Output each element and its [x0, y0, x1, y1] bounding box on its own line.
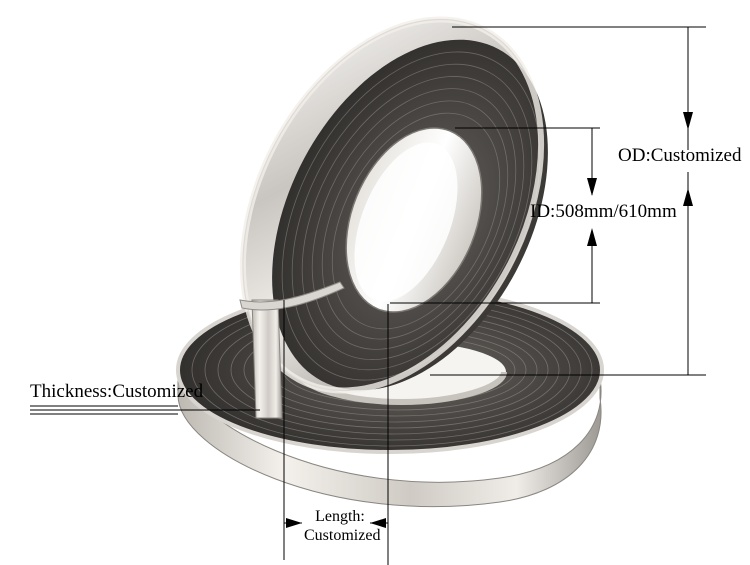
thickness-label: Thickness:Customized: [30, 381, 204, 402]
length-label-line1: Length:: [315, 508, 365, 525]
length-label: Length: Customized: [304, 507, 381, 545]
od-top-arrow-icon: [683, 112, 693, 130]
length-right-arrow-icon: [370, 518, 386, 528]
id-top-arrow-icon: [587, 178, 597, 196]
id-label: ID:508mm/610mm: [530, 201, 677, 222]
od-label: OD:Customized: [618, 145, 742, 166]
id-bottom-arrow-icon: [587, 228, 597, 246]
length-left-arrow-icon: [286, 518, 302, 528]
length-label-line2: Customized: [304, 527, 381, 545]
annotation-lines: [30, 26, 706, 565]
od-bottom-arrow-icon: [683, 188, 693, 206]
annotation-arrows: [286, 112, 693, 528]
vertical-coil: [239, 16, 548, 419]
